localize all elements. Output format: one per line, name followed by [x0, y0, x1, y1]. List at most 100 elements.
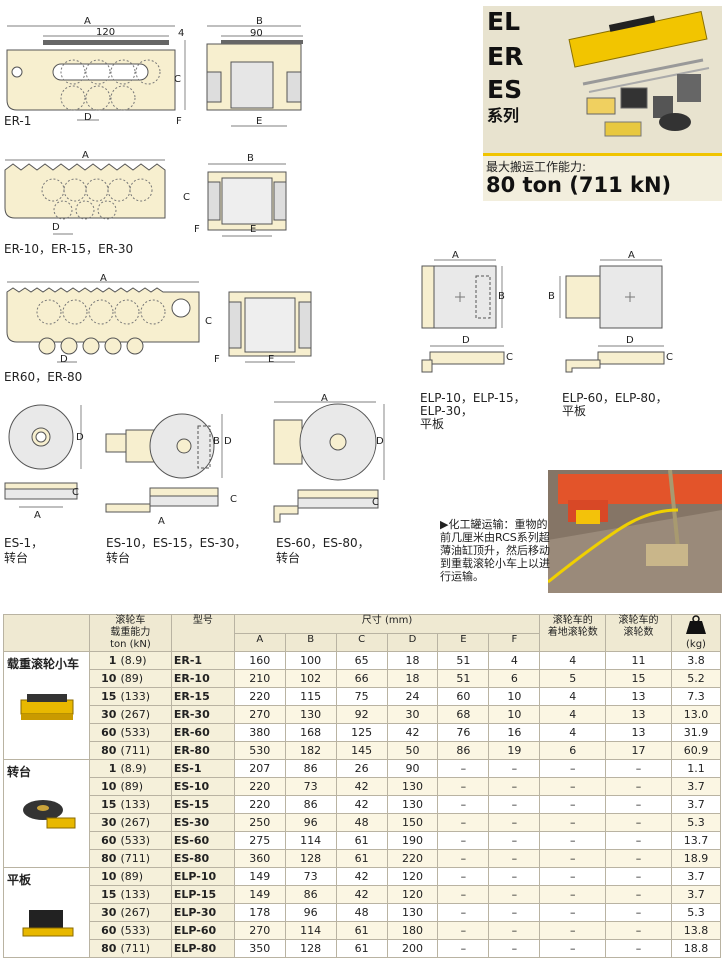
value-cell: 51 — [437, 669, 490, 688]
value-cell: – — [539, 867, 607, 886]
series-es: ES — [487, 75, 523, 104]
value-cell: – — [437, 795, 490, 814]
value-cell: – — [488, 939, 541, 958]
value-cell: 13.8 — [670, 921, 722, 940]
value-cell: – — [488, 903, 541, 922]
value-cell: 73 — [284, 777, 337, 796]
capacity-ton: 80 — [88, 939, 119, 958]
es60-dim-a: A — [321, 393, 328, 404]
value-cell: – — [437, 885, 490, 904]
er1-label: ER-1 — [4, 114, 32, 128]
value-cell: – — [539, 777, 607, 796]
group-label: 转台 — [3, 759, 90, 868]
value-cell: 130 — [386, 903, 439, 922]
es1-dim-a: A — [34, 510, 41, 521]
es10-dim-a: A — [158, 516, 165, 527]
er60-dim-f: F — [214, 354, 220, 365]
capacity-ton: 1 — [88, 759, 119, 778]
value-cell: 530 — [233, 741, 286, 760]
er10-front-drawing — [207, 163, 287, 237]
model-cell: ELP-80 — [170, 939, 235, 958]
value-cell: 200 — [386, 939, 439, 958]
er1-dim-c: C — [174, 74, 181, 85]
er1-dim-90: 90 — [250, 28, 263, 39]
value-cell: – — [488, 849, 541, 868]
er10-dim-f: F — [194, 224, 200, 235]
model-cell: ER-30 — [170, 705, 235, 724]
es10-label: ES-10，ES-15，ES-30， 转台 — [106, 536, 246, 566]
value-cell: – — [539, 921, 607, 940]
capacity-box: 最大搬运工作能力: 80 ton (711 kN) — [483, 153, 722, 201]
er10-label: ER-10，ER-15，ER-30 — [4, 242, 134, 256]
es10-dim-d: D — [224, 436, 232, 447]
er60-dim-d: D — [60, 354, 68, 365]
elp10-label: ELP-10，ELP-15， ELP-30， 平板 — [420, 392, 526, 431]
value-cell: 120 — [386, 885, 439, 904]
group-label: 载重滚轮小车 — [3, 651, 90, 760]
value-cell: – — [605, 813, 672, 832]
model-cell: ES-1 — [170, 759, 235, 778]
er1-dim-a: A — [84, 16, 91, 27]
value-cell: 60 — [437, 687, 490, 706]
value-cell: 160 — [233, 651, 286, 670]
value-cell: 3.7 — [670, 777, 722, 796]
es10-label-line2: 转台 — [106, 551, 131, 565]
value-cell: 92 — [335, 705, 388, 724]
value-cell: – — [539, 849, 607, 868]
series-header: EL ER ES 系列 — [483, 6, 722, 154]
er60-dim-c: C — [205, 316, 212, 327]
value-cell: 90 — [386, 759, 439, 778]
value-cell: 30 — [386, 705, 439, 724]
capacity-title: 最大搬运工作能力: — [486, 160, 587, 174]
value-cell: 11 — [605, 651, 672, 670]
value-cell: 220 — [386, 849, 439, 868]
turntable-icon — [23, 800, 76, 829]
value-cell: – — [488, 885, 541, 904]
value-cell: 26 — [335, 759, 388, 778]
value-cell: 10 — [488, 687, 541, 706]
value-cell: 86 — [437, 741, 490, 760]
value-cell: 68 — [437, 705, 490, 724]
value-cell: 42 — [335, 867, 388, 886]
value-cell: 275 — [233, 831, 286, 850]
value-cell: 114 — [284, 831, 337, 850]
header-weight: (kg) — [670, 614, 722, 652]
elp10-label-line1: ELP-10，ELP-15， — [420, 391, 526, 405]
header-ground-rollers: 滚轮车的 着地滚轮数 — [539, 614, 607, 652]
value-cell: 128 — [284, 939, 337, 958]
capacity-kn: (711) — [118, 741, 172, 760]
value-cell: 13.7 — [670, 831, 722, 850]
value-cell: – — [488, 831, 541, 850]
er1-dim-f: F — [176, 116, 182, 127]
capacity-kn: (133) — [118, 795, 172, 814]
elp10-label-line3: 平板 — [420, 417, 445, 431]
value-cell: 102 — [284, 669, 337, 688]
series-suffix: 系列 — [487, 106, 520, 125]
group-name: 载重滚轮小车 — [7, 657, 80, 671]
value-cell: 61 — [335, 831, 388, 850]
value-cell: – — [437, 921, 490, 940]
elp10-dim-a: A — [452, 250, 459, 261]
es60-label-line2: 转台 — [276, 551, 301, 565]
elp10-label-line2: ELP-30， — [420, 404, 473, 418]
value-cell: 4 — [539, 651, 607, 670]
value-cell: 4 — [539, 687, 607, 706]
er60-label: ER60，ER-80 — [4, 370, 83, 384]
capacity-ton: 80 — [88, 741, 119, 760]
value-cell: 380 — [233, 723, 286, 742]
value-cell: – — [605, 849, 672, 868]
es1-dim-c: C — [72, 487, 79, 498]
capacity-kn: (8.9) — [118, 759, 172, 778]
header-col-c: C — [335, 632, 388, 652]
capacity-kn: (133) — [118, 687, 172, 706]
value-cell: – — [605, 795, 672, 814]
er10-dim-a: A — [82, 150, 89, 161]
value-cell: – — [539, 885, 607, 904]
value-cell: 270 — [233, 921, 286, 940]
value-cell: 10 — [488, 705, 541, 724]
er1-dim-120: 120 — [96, 27, 116, 38]
